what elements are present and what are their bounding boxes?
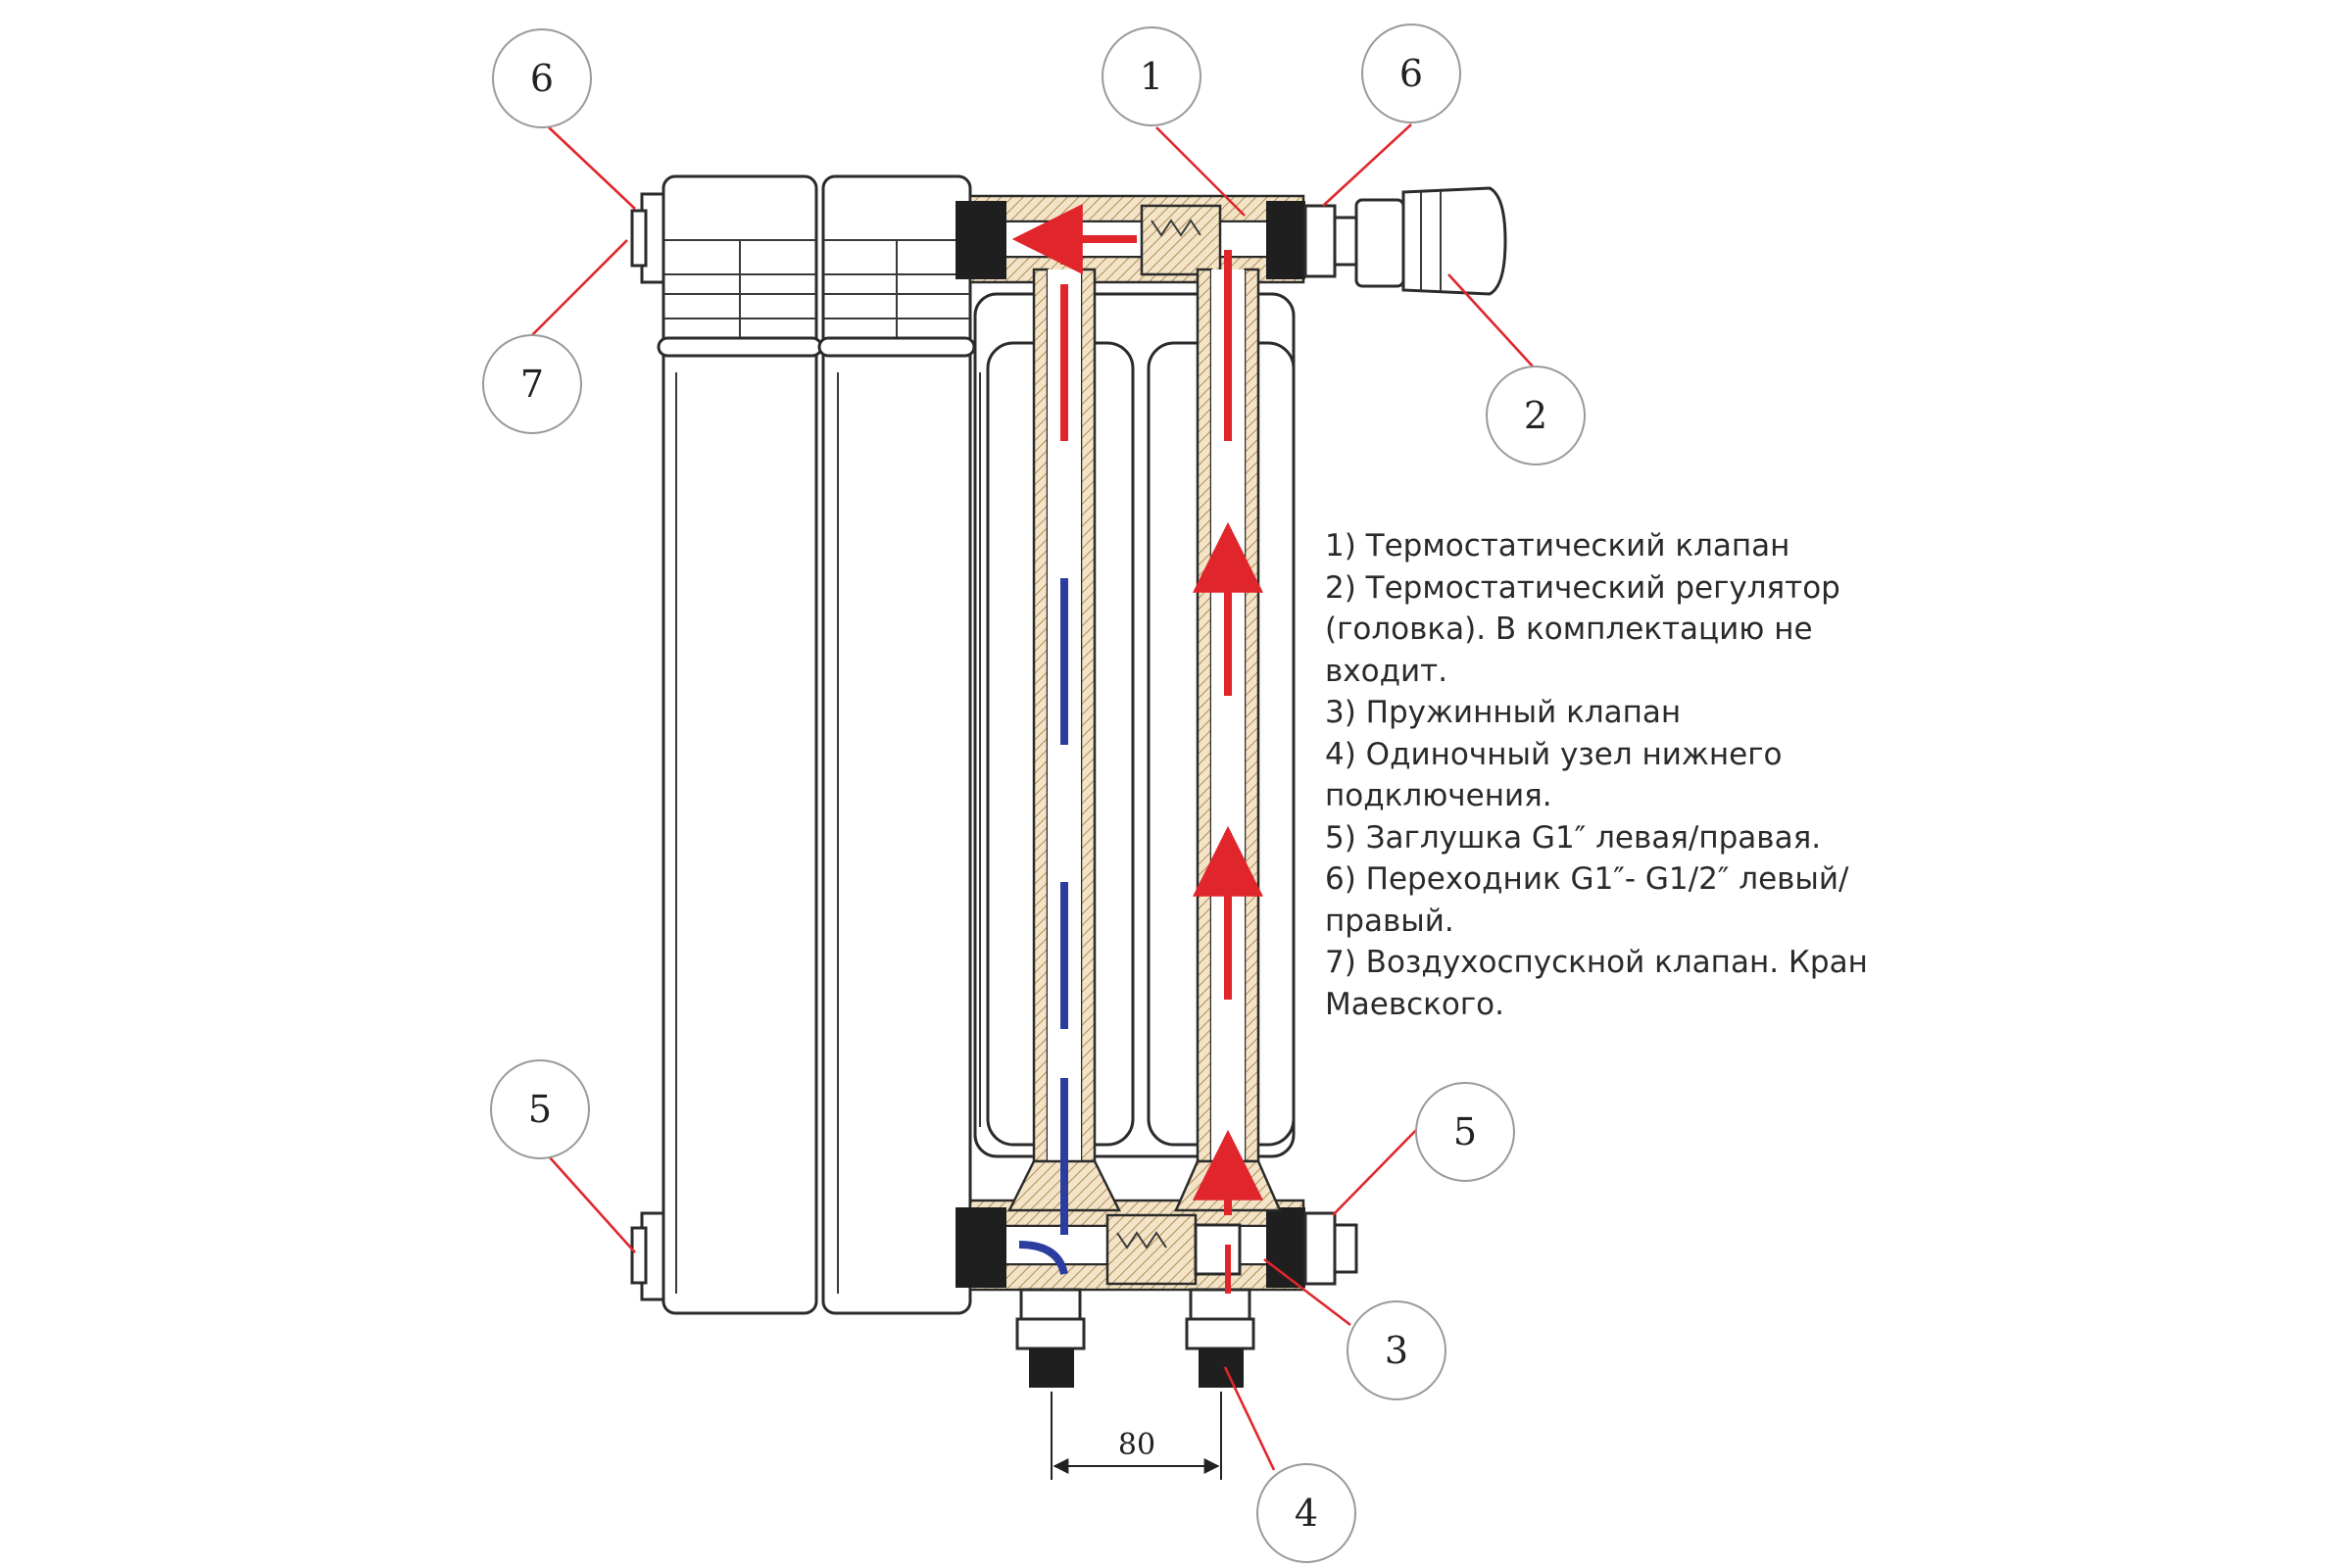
svg-text:5: 5 — [528, 1088, 552, 1131]
right-bottom-adapter — [1303, 1211, 1358, 1286]
legend-item-5: 5) Заглушка G1″ левая/правая. — [1325, 819, 1822, 856]
callout-6-right: 6 — [1361, 24, 1461, 123]
callout-2: 2 — [1486, 366, 1586, 466]
left-bottom-plug — [630, 1211, 665, 1301]
bottom-fitting-left — [1015, 1288, 1086, 1388]
legend-item-7: 7) Воздухоспускной клапан. Кран Маевског… — [1325, 945, 1878, 1022]
svg-text:6: 6 — [1399, 52, 1423, 95]
callout-5-left: 5 — [490, 1059, 590, 1159]
legend-item-3: 3) Пружинный клапан — [1325, 695, 1682, 730]
bottom-fitting-right — [1185, 1288, 1255, 1388]
leader-lines — [528, 123, 1535, 1471]
callout-3: 3 — [1347, 1300, 1446, 1400]
parts-legend: 1) Термостатический клапан 2) Термостати… — [1325, 525, 1933, 1025]
legend-item-1: 1) Термостатический клапан — [1325, 528, 1790, 564]
radiator-cutaway — [956, 194, 1305, 1388]
callout-1: 1 — [1102, 26, 1201, 126]
dimension-80: 80 — [1051, 1392, 1222, 1480]
legend-item-6: 6) Переходник G1″- G1/2″ левый/ правый. — [1325, 861, 1859, 939]
svg-text:3: 3 — [1385, 1329, 1408, 1372]
svg-text:1: 1 — [1140, 55, 1163, 98]
callout-4: 4 — [1256, 1463, 1356, 1563]
left-top-plug — [630, 192, 665, 284]
svg-text:2: 2 — [1524, 394, 1547, 437]
legend-item-2: 2) Термостатический регулятор (головка).… — [1325, 569, 1850, 689]
radiator-section-left-2 — [817, 174, 976, 1315]
dimension-label: 80 — [1118, 1428, 1155, 1462]
thermostatic-head — [1354, 186, 1507, 296]
callout-6-left: 6 — [492, 28, 592, 128]
svg-text:7: 7 — [520, 363, 544, 406]
svg-text:6: 6 — [530, 57, 554, 100]
svg-text:4: 4 — [1295, 1492, 1318, 1535]
callout-5-right: 5 — [1415, 1082, 1515, 1182]
legend-item-4: 4) Одиночный узел нижнего подключения. — [1325, 736, 1792, 814]
cold-flow-arrows — [1018, 578, 1068, 1276]
hot-flow-arrows — [1011, 204, 1263, 1294]
svg-text:5: 5 — [1453, 1110, 1477, 1153]
callout-7: 7 — [482, 334, 582, 434]
radiator-section-left-1 — [657, 174, 823, 1315]
right-top-adapter — [1303, 204, 1358, 278]
